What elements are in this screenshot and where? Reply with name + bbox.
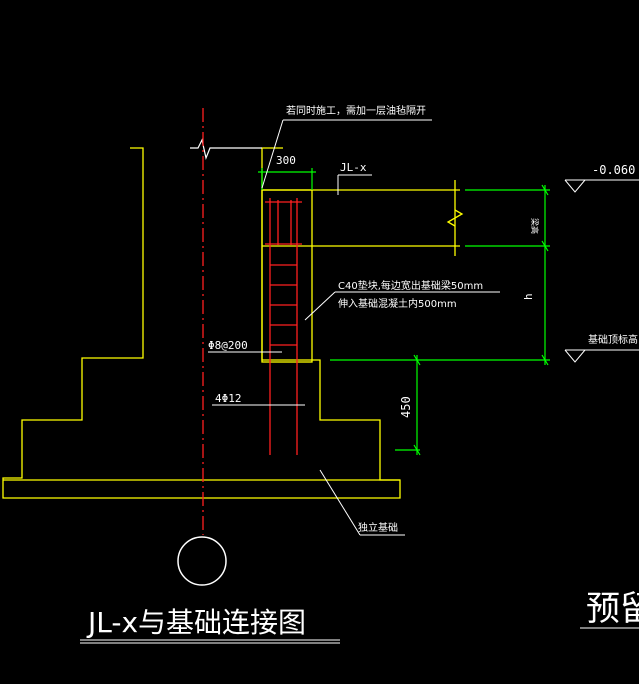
axis-bubble	[177, 536, 227, 586]
rebar-label: 4Φ12	[215, 392, 242, 405]
foundation-outline	[2, 147, 464, 499]
beam-height-label: 梁高	[530, 218, 540, 234]
rebar-group	[202, 108, 302, 535]
h-label: h	[522, 293, 535, 300]
note-top: 若同时施工，需加一层油毡隔开	[286, 104, 426, 117]
dim-300: 300	[276, 154, 296, 167]
c40-note-line1: C40垫块,每边宽出基础梁50mm	[338, 279, 483, 292]
leader-lines	[80, 119, 639, 644]
beam-label: JL-x	[340, 161, 367, 174]
stirrup-label: Φ8@200	[208, 339, 248, 352]
drawing-title: JL-x与基础连接图	[86, 606, 306, 639]
side-title: 预留	[586, 589, 639, 629]
c40-note-line2: 伸入基础混凝土内500mm	[338, 297, 457, 310]
foundation-top-elevation: 基础顶标高	[588, 333, 638, 346]
dimension-group	[258, 168, 550, 456]
dim-450: 450	[399, 396, 413, 418]
elevation-top: -0.060	[592, 163, 635, 177]
isolated-foundation-label: 独立基础	[358, 521, 398, 534]
break-line	[190, 138, 262, 161]
